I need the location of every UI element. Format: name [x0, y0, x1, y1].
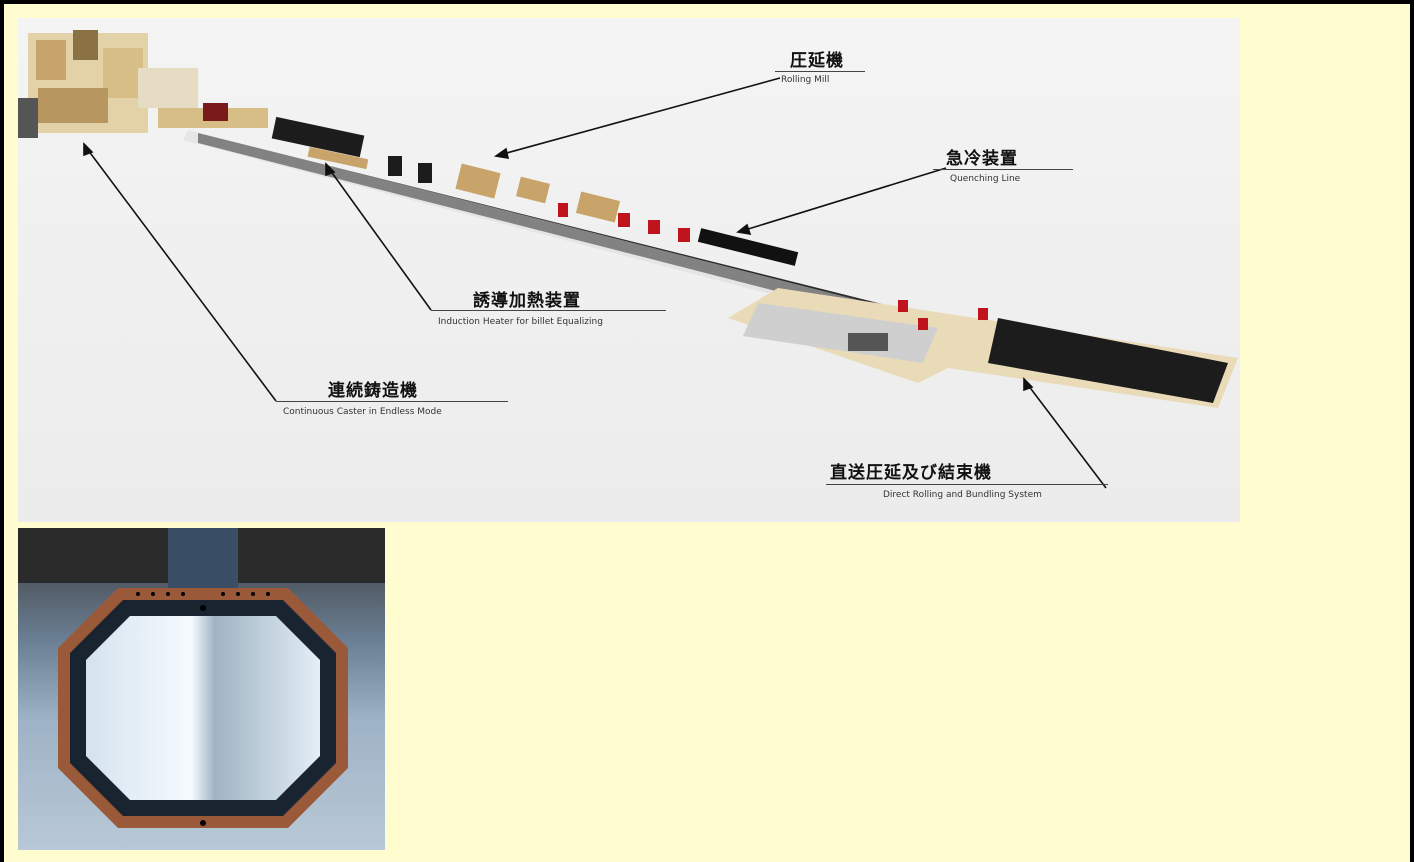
caster-label-ja: 連続鋳造機 [328, 381, 418, 401]
induction-heater-structure [271, 116, 369, 170]
induction-label-ja: 誘導加熱装置 [473, 291, 581, 311]
rolling-mill-label-en: Rolling Mill [781, 75, 830, 85]
steel-plant-diagram: 圧延機 Rolling Mill 急冷装置 Quenching Line 誘導加… [18, 18, 1240, 522]
caster-rule [276, 401, 508, 402]
bundling-label-en: Direct Rolling and Bundling System [883, 490, 1042, 500]
quenching-label-en: Quenching Line [950, 174, 1021, 184]
continuous-caster-structure [18, 30, 268, 138]
bundling-rule [826, 484, 1108, 485]
plant-illustration [18, 30, 1238, 489]
leader-arrows [83, 77, 1107, 489]
bundling-system-structure [728, 288, 1238, 408]
bundling-label-ja: 直送圧延及び結束機 [830, 463, 992, 483]
quenching-label-ja: 急冷装置 [946, 149, 1018, 169]
induction-label-en: Induction Heater for billet Equalizing [438, 317, 603, 327]
quenching-rule [933, 169, 1073, 170]
quenching-line-structure [697, 228, 799, 266]
induction-rule [431, 310, 666, 311]
rolling-mill-label-ja: 圧延機 [790, 51, 844, 71]
profile-cross-section-photo [18, 528, 385, 850]
rolling-mill-stands [388, 156, 690, 242]
rolling-mill-rule [775, 71, 865, 72]
octagonal-profile-image [18, 528, 385, 828]
caster-label-en: Continuous Caster in Endless Mode [283, 407, 442, 417]
